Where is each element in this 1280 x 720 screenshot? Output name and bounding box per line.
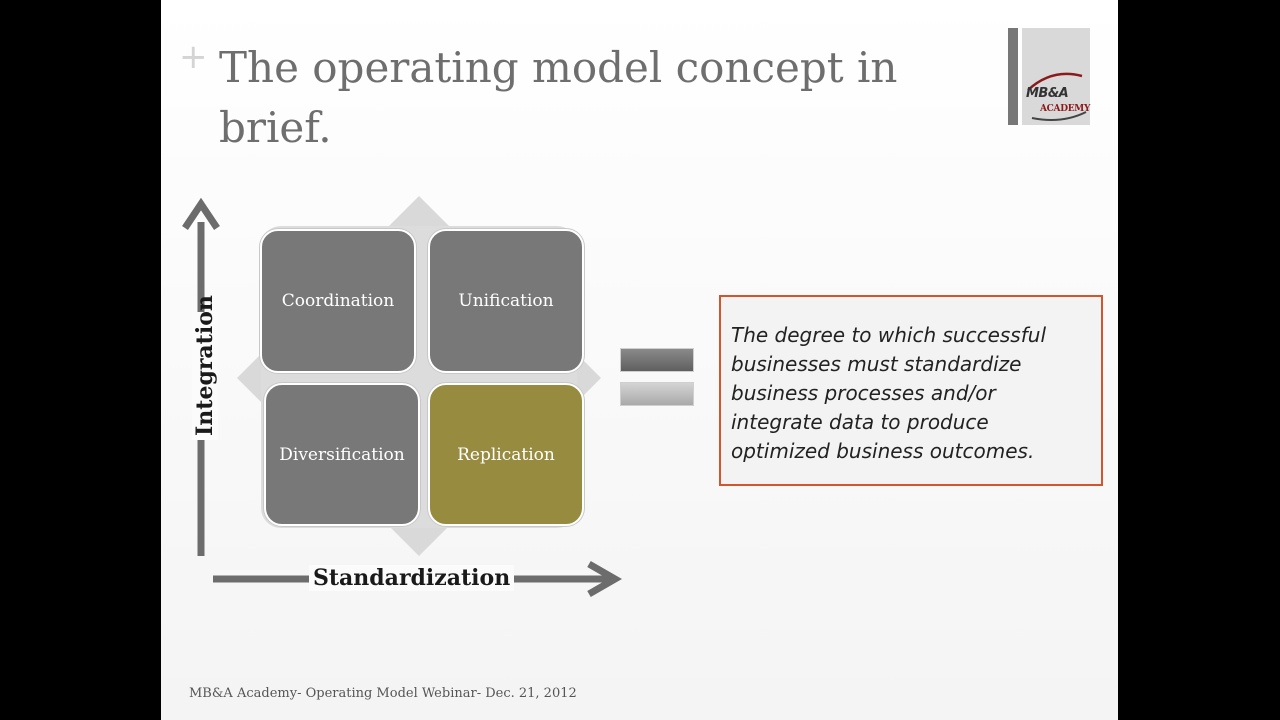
slide-footer: MB&A Academy- Operating Model Webinar- D…: [189, 686, 577, 701]
logo-accent-bar: [1008, 28, 1018, 125]
quadrant-replication: Replication: [428, 383, 584, 526]
definition-box: The degree to which successful businesse…: [719, 295, 1103, 486]
x-axis-label: Standardization: [309, 565, 515, 591]
quadrant-diversification: Diversification: [264, 383, 420, 526]
definition-text: The degree to which successful businesse…: [731, 323, 1046, 463]
logo-subtext: ACADEMY: [1040, 104, 1091, 114]
y-axis-label: Integration: [192, 295, 218, 440]
equals-sign-bottom-bar: [620, 382, 694, 406]
logo-swoosh-icon: [1027, 72, 1087, 121]
logo-text: MB&A: [1026, 86, 1069, 101]
equals-sign-top-bar: [620, 348, 694, 372]
bullet-plus-icon: +: [179, 37, 208, 77]
quadrant-coordination: Coordination: [260, 229, 416, 373]
slide-title: The operating model concept in brief.: [219, 43, 898, 152]
quadrant-unification: Unification: [428, 229, 584, 373]
mba-academy-logo: MB&A ACADEMY: [1022, 28, 1090, 125]
slide: + The operating model concept in brief. …: [161, 0, 1118, 720]
